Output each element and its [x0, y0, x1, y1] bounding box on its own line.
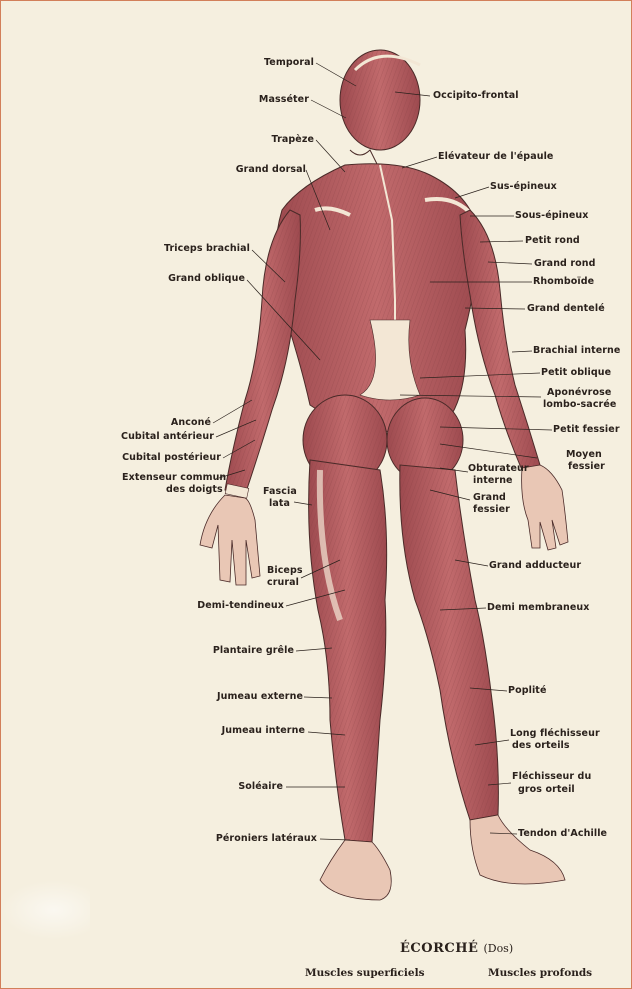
plate-page: Temporal Masséter Trapèze Grand dorsal T…: [0, 0, 632, 989]
page-frame: [0, 0, 632, 989]
